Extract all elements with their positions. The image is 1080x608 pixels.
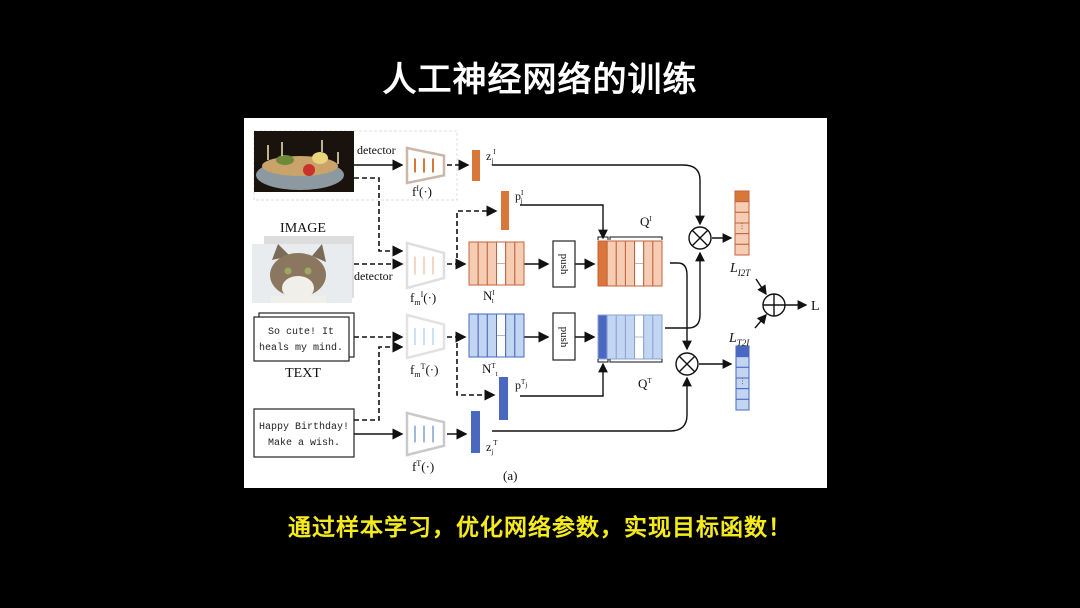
queue-n-t bbox=[468, 313, 525, 358]
text-sample-1: So cute! It heals my mind. bbox=[253, 312, 355, 362]
label-q-i: QI bbox=[640, 214, 652, 229]
text-sample-2: Happy Birthday! Make a wish. bbox=[253, 408, 355, 458]
multiply-icon-bottom bbox=[675, 352, 699, 376]
feature-bar-p-i bbox=[501, 191, 509, 230]
figure-caption: (a) bbox=[503, 468, 517, 483]
queue-q-i bbox=[597, 240, 663, 287]
output-loss-label: L bbox=[811, 299, 820, 314]
label-n-t: NTt bbox=[482, 361, 498, 378]
push-button-bottom: push bbox=[552, 312, 576, 361]
label-z-t: zjT bbox=[486, 439, 498, 456]
encoder-f-t bbox=[405, 411, 446, 457]
label-z-i: zjI bbox=[486, 148, 496, 165]
similarity-connections bbox=[492, 164, 808, 432]
encoder-f-i bbox=[405, 146, 446, 185]
text-label: TEXT bbox=[285, 366, 321, 381]
feature-bar-z-t bbox=[471, 411, 480, 453]
svg-text:Make a wish.: Make a wish. bbox=[268, 437, 340, 449]
feature-bar-z-i bbox=[472, 150, 480, 181]
cat-image bbox=[252, 236, 354, 303]
queue-n-i bbox=[468, 241, 525, 286]
detector-label-top: detector bbox=[357, 143, 396, 157]
svg-text:Happy Birthday!: Happy Birthday! bbox=[259, 421, 349, 433]
slide-subtitle: 通过样本学习，优化网络参数，实现目标函数！ bbox=[288, 515, 792, 541]
encoder-label-f-i: fI(·) bbox=[412, 184, 432, 199]
image-label: IMAGE bbox=[280, 221, 326, 236]
cake-image bbox=[254, 131, 354, 192]
encoder-label-fm-t: fmT(·) bbox=[410, 362, 438, 379]
detector-label-mid: detector bbox=[354, 269, 393, 283]
svg-text:push: push bbox=[558, 254, 570, 275]
input-arrows bbox=[354, 159, 596, 440]
loss-column-t2i: ⋮ bbox=[735, 345, 750, 411]
queue-q-t bbox=[597, 314, 663, 360]
svg-text:⋮: ⋮ bbox=[738, 221, 746, 230]
multiply-icon-top bbox=[688, 226, 712, 250]
encoder-fm-t bbox=[405, 313, 446, 360]
queue-braces bbox=[597, 236, 663, 363]
label-p-t: pTj bbox=[515, 378, 527, 392]
encoder-label-f-t: fT(·) bbox=[412, 459, 434, 474]
encoder-label-fm-i: fmI(·) bbox=[410, 290, 436, 307]
feature-bar-p-t bbox=[499, 377, 508, 420]
label-loss-t2i: LT2I bbox=[728, 331, 750, 348]
push-button-top: push bbox=[552, 240, 576, 288]
label-loss-i2t: LI2T bbox=[729, 261, 751, 278]
plus-icon bbox=[762, 293, 786, 317]
encoder-fm-i bbox=[405, 241, 446, 290]
svg-text:⋮: ⋮ bbox=[739, 376, 747, 385]
slide-title: 人工神经网络的训练 bbox=[382, 60, 698, 100]
svg-text:push: push bbox=[558, 327, 570, 348]
loss-column-i2t: ⋮ bbox=[734, 190, 750, 256]
svg-text:heals my mind.: heals my mind. bbox=[259, 342, 343, 354]
svg-text:So cute! It: So cute! It bbox=[268, 327, 334, 338]
label-q-t: QT bbox=[638, 376, 652, 391]
